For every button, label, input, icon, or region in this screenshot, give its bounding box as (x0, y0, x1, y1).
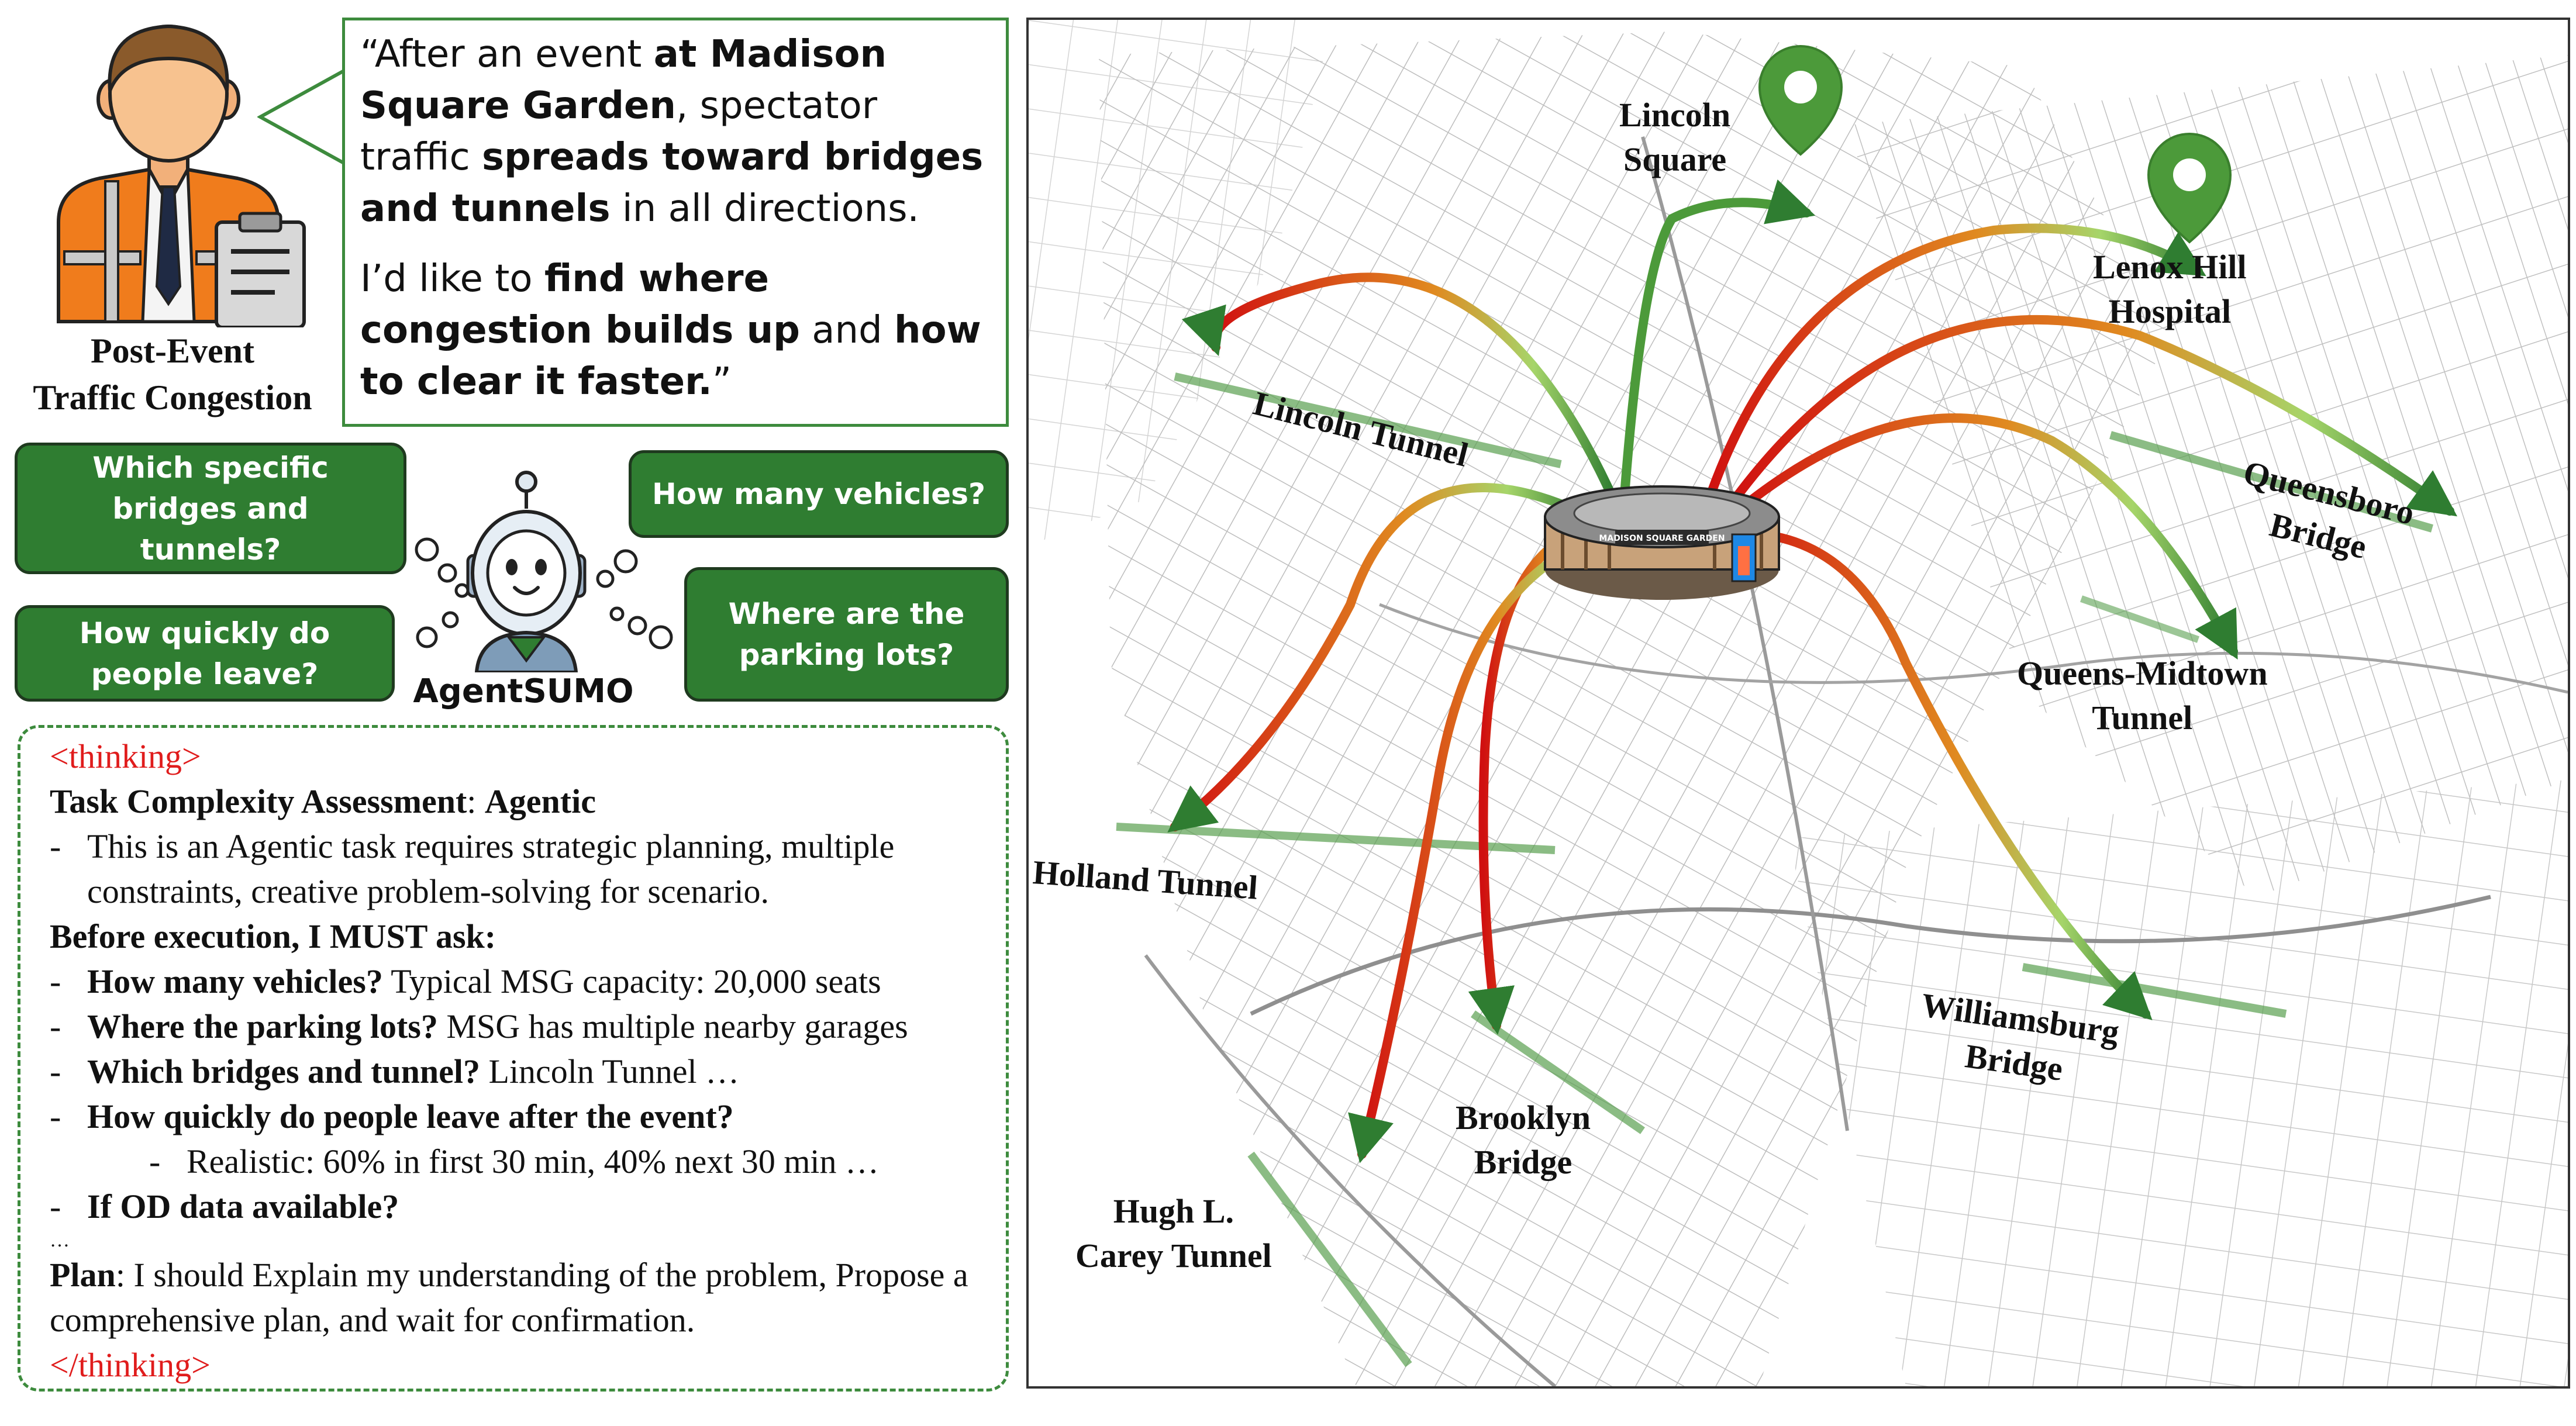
before-execution-label: Before execution, I MUST ask: (50, 917, 496, 955)
task-complexity-line: Task Complexity Assessment: Agentic (50, 782, 596, 820)
thinking-close-tag: </thinking> (50, 1346, 211, 1384)
question-leave-speed: How quickly do people leave? (15, 605, 395, 702)
flow-holland (1167, 483, 1595, 833)
location-pin-icon (2147, 133, 2232, 244)
question-parking-lots: Where are the parking lots? (684, 567, 1009, 702)
label-brooklyn-bridge: Brooklyn Bridge (1456, 1099, 1591, 1181)
location-pin-icon (1758, 45, 1843, 156)
persona-caption-line2: Traffic Congestion (33, 378, 312, 417)
speech-paragraph-2: I’d like to find where congestion builds… (360, 257, 981, 403)
flow-hugh-carey (1348, 530, 1612, 1163)
ask-item: -How quickly do people leave after the e… (50, 1097, 734, 1135)
madison-square-garden-icon: MADISON SQUARE GARDEN (1544, 485, 1780, 600)
persona-caption: Post-Event Traffic Congestion (6, 327, 339, 421)
thinking-open-tag: <thinking> (50, 737, 201, 775)
ask-sub-item: -Realistic: 60% in first 30 min, 40% nex… (149, 1142, 880, 1180)
label-lenox-hill-hospital: Lenox Hill Hospital (2093, 248, 2247, 330)
plan-line: Plan: I should Explain my understanding … (50, 1256, 968, 1339)
label-lincoln-square: Lincoln Square (1619, 96, 1731, 178)
flow-lincoln-square (1620, 179, 1816, 492)
thinking-panel: <thinking> Task Complexity Assessment: A… (18, 725, 1009, 1392)
speech-bubble-tail (257, 68, 346, 165)
robot-agent-icon (466, 471, 587, 672)
label-hugh-carey-tunnel: Hugh L. Carey Tunnel (1075, 1192, 1272, 1275)
flow-williamsburg (1720, 529, 2153, 1021)
thought-bubbles (415, 537, 673, 650)
task-complexity-detail: -This is an Agentic task requires strate… (50, 827, 895, 910)
agent-name: AgentSUMO (413, 672, 634, 710)
manhattan-street-map: MADISON SQUARE GARDEN (1029, 20, 2568, 1386)
ask-item: -How many vehicles? Typical MSG capacity… (50, 962, 881, 1000)
flow-lincoln-tunnel (1181, 272, 1618, 504)
persona-caption-line1: Post-Event (91, 332, 254, 370)
ask-item: -Where the parking lots? MSG has multipl… (50, 1007, 908, 1045)
msg-sign: MADISON SQUARE GARDEN (1599, 534, 1725, 543)
ask-item: -Which bridges and tunnel? Lincoln Tunne… (50, 1052, 740, 1090)
label-queens-midtown-tunnel: Queens-Midtown Tunnel (2017, 654, 2268, 737)
speech-paragraph-1: “After an event at Madison Square Garden… (360, 33, 984, 230)
user-request-speech: “After an event at Madison Square Garden… (342, 18, 1009, 427)
flow-queensboro (1726, 315, 2458, 517)
flow-queens-midtown (1726, 413, 2238, 660)
flow-lenox-hill (1702, 223, 2206, 510)
traffic-officer-icon (57, 24, 306, 327)
question-bridges-tunnels: Which specific bridges and tunnels? (15, 443, 406, 574)
question-vehicles: How many vehicles? (629, 450, 1009, 538)
ellipsis: … (50, 1230, 70, 1251)
map-panel: MADISON SQUARE GARDEN Lincoln Square Len… (1026, 18, 2570, 1389)
ask-item: -If OD data available? (50, 1187, 399, 1225)
